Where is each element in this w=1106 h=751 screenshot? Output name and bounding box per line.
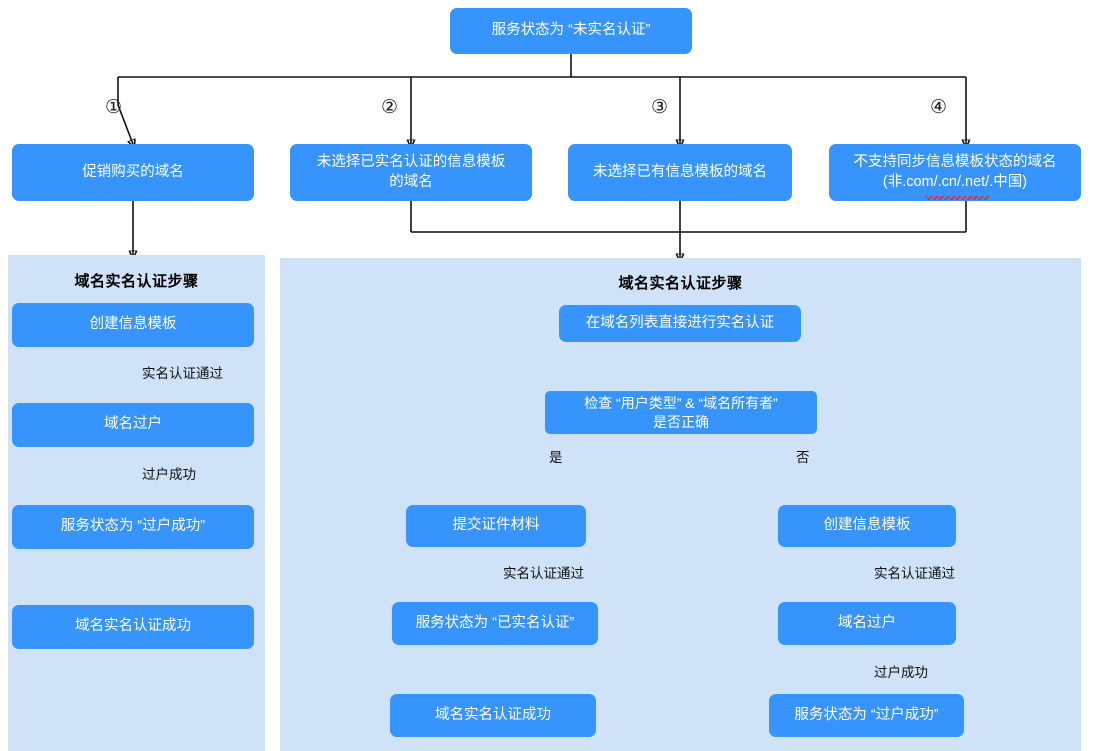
node-left-domain-transfer[interactable]: 域名过户 [12,403,254,447]
left-panel-title: 域名实名认证步骤 [74,273,199,290]
node-right-create-template[interactable]: 创建信息模板 [778,505,956,547]
edge-label-left-transfer-success: 过户成功 [142,467,196,482]
branch-marker-1: ① [105,97,123,118]
node-service-status-unverified[interactable]: 服务状态为 “未实名认证” [450,8,692,54]
edge-label-no-transfer-success: 过户成功 [874,665,928,680]
node-right-status-verified[interactable]: 服务状态为 “已实名认证” [392,602,598,645]
edge-label-branch-no: 否 [796,450,810,465]
branch-marker-2: ② [381,97,399,118]
node-cause-promotion-domain[interactable]: 促销购买的域名 [12,144,254,201]
node-right-status-transfer-success[interactable]: 服务状态为 “过户成功” [769,694,964,737]
node-cause-no-verified-template[interactable]: 未选择已实名认证的信息模板 的域名 [290,144,532,201]
edge-label-left-verification-passed: 实名认证通过 [142,366,223,381]
node-right-domain-transfer[interactable]: 域名过户 [778,602,956,645]
node-cause-no-existing-template[interactable]: 未选择已有信息模板的域名 [568,144,792,201]
node-left-verification-success[interactable]: 域名实名认证成功 [12,605,254,649]
spellcheck-underline [925,196,989,200]
node-right-verification-success[interactable]: 域名实名认证成功 [390,694,596,737]
node-right-submit-documents[interactable]: 提交证件材料 [406,505,586,547]
node-right-verify-in-domain-list[interactable]: 在域名列表直接进行实名认证 [559,305,801,342]
branch-marker-3: ③ [651,97,669,118]
right-panel-title: 域名实名认证步骤 [618,275,743,292]
edge-label-branch-yes: 是 [549,450,563,465]
node-left-status-transfer-success[interactable]: 服务状态为 “过户成功” [12,505,254,549]
node-cause-unsupported-sync-domain[interactable]: 不支持同步信息模板状态的域名 (非.com/.cn/.net/.中国) [829,144,1081,201]
edge-label-yes-verification-passed: 实名认证通过 [503,566,584,581]
edge-label-no-verification-passed: 实名认证通过 [874,566,955,581]
branch-marker-4: ④ [930,97,948,118]
node-right-decision-check-type-owner[interactable]: 检查 “用户类型” & “域名所有者” 是否正确 [545,391,817,434]
node-left-create-template[interactable]: 创建信息模板 [12,303,254,347]
